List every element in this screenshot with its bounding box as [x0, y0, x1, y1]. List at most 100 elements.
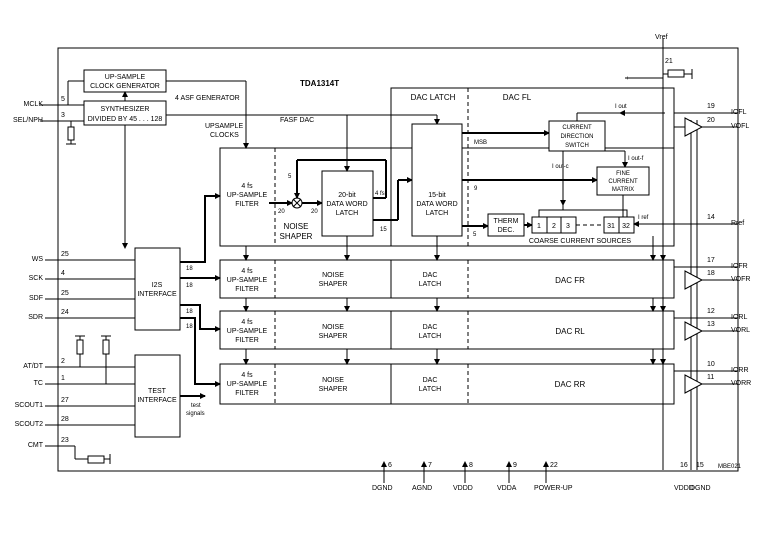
- bus-label-5b: 5: [473, 232, 477, 238]
- pin-number: 7: [428, 462, 432, 469]
- dac-latch-top-label: DAC LATCH: [411, 93, 456, 102]
- bus-18-c: 18: [186, 309, 193, 315]
- pin-name-scout2: SCOUT2: [14, 421, 43, 428]
- rr-filter-2: UP-SAMPLE: [227, 381, 268, 388]
- pin-number: 3: [61, 112, 65, 119]
- switch-label-2: DIRECTION: [561, 134, 594, 140]
- pin-number: 5: [61, 96, 65, 103]
- latch-15bit-label-1: 15-bit: [428, 192, 446, 199]
- pin-number: 1: [61, 375, 65, 382]
- test-signals-1: test: [191, 403, 201, 409]
- pin-number: 18: [707, 270, 715, 277]
- bus-18-a: 18: [186, 266, 193, 272]
- latch-15bit-block: [411, 123, 463, 237]
- pin-name-sdr: SDR: [28, 314, 43, 321]
- coarse-cell-32: 32: [622, 223, 630, 230]
- bus-label-5: 5: [288, 174, 292, 180]
- pin-number: 15: [696, 462, 704, 469]
- rr-filter-3: FILTER: [235, 390, 259, 397]
- pin-number: 13: [707, 321, 715, 328]
- pin-number: 25: [61, 251, 69, 258]
- fasf-dac-label: FASF DAC: [280, 117, 314, 124]
- latch-20bit-label-1: 20-bit: [338, 192, 356, 199]
- pin-number: 27: [61, 397, 69, 404]
- pin-name-agnd: AGND: [412, 485, 433, 492]
- pin-name-vofr: VOFR: [731, 276, 751, 283]
- clock-generator-label-2: CLOCK GENERATOR: [90, 83, 160, 90]
- rr-shaper-2: SHAPER: [319, 386, 348, 393]
- rl-filter-1: 4 fs: [241, 319, 253, 326]
- bus-label-4fs: 4 fs: [375, 191, 385, 197]
- vref-resistor: [667, 69, 685, 78]
- synthesizer-label-1: SYNTHESIZER: [100, 106, 149, 113]
- latch-20bit-label-2: DATA WORD: [326, 201, 367, 208]
- pin-name-sdf: SDF: [29, 295, 43, 302]
- dac-rr-label: DAC RR: [555, 380, 586, 389]
- pin-number: 11: [707, 374, 715, 381]
- pin-number: 9: [513, 462, 517, 469]
- figure-id: MBE021: [718, 464, 742, 470]
- pin-number: 17: [707, 257, 715, 264]
- i2s-label-2: INTERFACE: [137, 291, 177, 298]
- pin-number: 28: [61, 416, 69, 423]
- pin-name-dgnd: DGND: [690, 485, 711, 492]
- selnph-resistor: [67, 126, 75, 141]
- pin-name-ws: WS: [31, 256, 43, 263]
- coarse-cell-3: 3: [566, 223, 570, 230]
- pin-name-sck: SCK: [28, 275, 43, 282]
- fr-shaper-2: SHAPER: [319, 281, 348, 288]
- chip-name: TDA1314T: [300, 79, 339, 88]
- pin-name-vorl: VORL: [731, 327, 751, 334]
- pin-name-powerup: POWER-UP: [534, 485, 573, 492]
- msb-label: MSB: [474, 140, 487, 146]
- output-amp-fr: [674, 266, 738, 290]
- asf-generator-label: 4 ASF GENERATOR: [175, 95, 240, 102]
- test-interface-block: [134, 354, 181, 438]
- pin-name-selnph: SEL/NPH: [13, 117, 43, 124]
- bus-18-d: 18: [186, 324, 193, 330]
- pin-number: 22: [550, 462, 558, 469]
- channel-rr: 4 fs UP-SAMPLE FILTER NOISE SHAPER DAC L…: [219, 363, 675, 405]
- pin-name-cmt: CMT: [27, 442, 43, 449]
- dac-fr-label: DAC FR: [555, 276, 585, 285]
- switch-label-3: SWITCH: [565, 143, 589, 149]
- therm-label-1: THERM: [494, 218, 519, 225]
- fl-shaper-label-1: NOISE: [284, 222, 309, 231]
- tc-resistor: [102, 339, 110, 355]
- channel-rl: 4 fs UP-SAMPLE FILTER NOISE SHAPER DAC L…: [219, 310, 675, 350]
- fr-filter-3: FILTER: [235, 286, 259, 293]
- fine-matrix-label-3: MATRIX: [612, 187, 634, 193]
- upsample-clocks-label-2: CLOCKS: [210, 132, 239, 139]
- pin-name-vofl: VOFL: [731, 123, 750, 130]
- coarse-cell-2: 2: [552, 223, 556, 230]
- output-amp-fl: [674, 112, 738, 137]
- pin-name-atdt: AT/DT: [23, 363, 43, 370]
- pin-name-iorl: IORL: [731, 314, 748, 321]
- rr-latch-1: DAC: [423, 377, 438, 384]
- dac-fl-label: DAC FL: [503, 93, 532, 102]
- upsample-clocks-label-1: UPSAMPLE: [205, 123, 243, 130]
- therm-label-2: DEC.: [498, 227, 515, 234]
- current-direction-switch: [548, 120, 606, 152]
- vref-plus: +: [626, 76, 630, 82]
- rl-shaper-2: SHAPER: [319, 333, 348, 340]
- pin-name-iofr: IOFR: [731, 263, 748, 270]
- pin-number: 10: [707, 361, 715, 368]
- iref-label: I ref: [638, 215, 649, 221]
- pin-number: 23: [61, 437, 69, 444]
- fl-filter-label-3: FILTER: [235, 201, 259, 208]
- fl-filter-label-2: UP-SAMPLE: [227, 192, 268, 199]
- fl-filter-label-1: 4 fs: [241, 183, 253, 190]
- bus-label-15: 15: [380, 227, 387, 233]
- pin-name-rref: Rref: [731, 220, 745, 227]
- pin-number: 4: [61, 270, 65, 277]
- fine-matrix-label-2: CURRENT: [608, 179, 638, 185]
- test-label-1: TEST: [148, 388, 167, 395]
- ioutc-label: I out-c: [552, 164, 569, 170]
- pin-name-scout1: SCOUT1: [14, 402, 43, 409]
- pin-number: 21: [665, 58, 673, 65]
- fl-shaper-label-2: SHAPER: [280, 232, 313, 241]
- pin-name-vddd: VDDD: [674, 485, 694, 492]
- bus-label-20b: 20: [311, 209, 318, 215]
- rr-filter-1: 4 fs: [241, 372, 253, 379]
